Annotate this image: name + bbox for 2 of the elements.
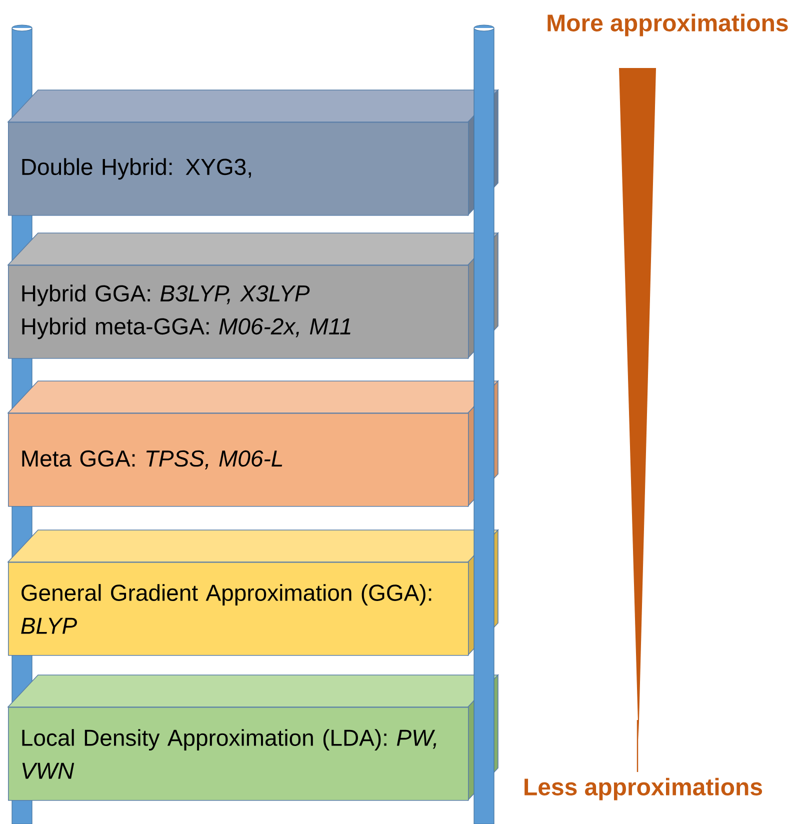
axis-label: Less approximations [524, 778, 762, 800]
axis-label: More approximations [548, 14, 788, 36]
